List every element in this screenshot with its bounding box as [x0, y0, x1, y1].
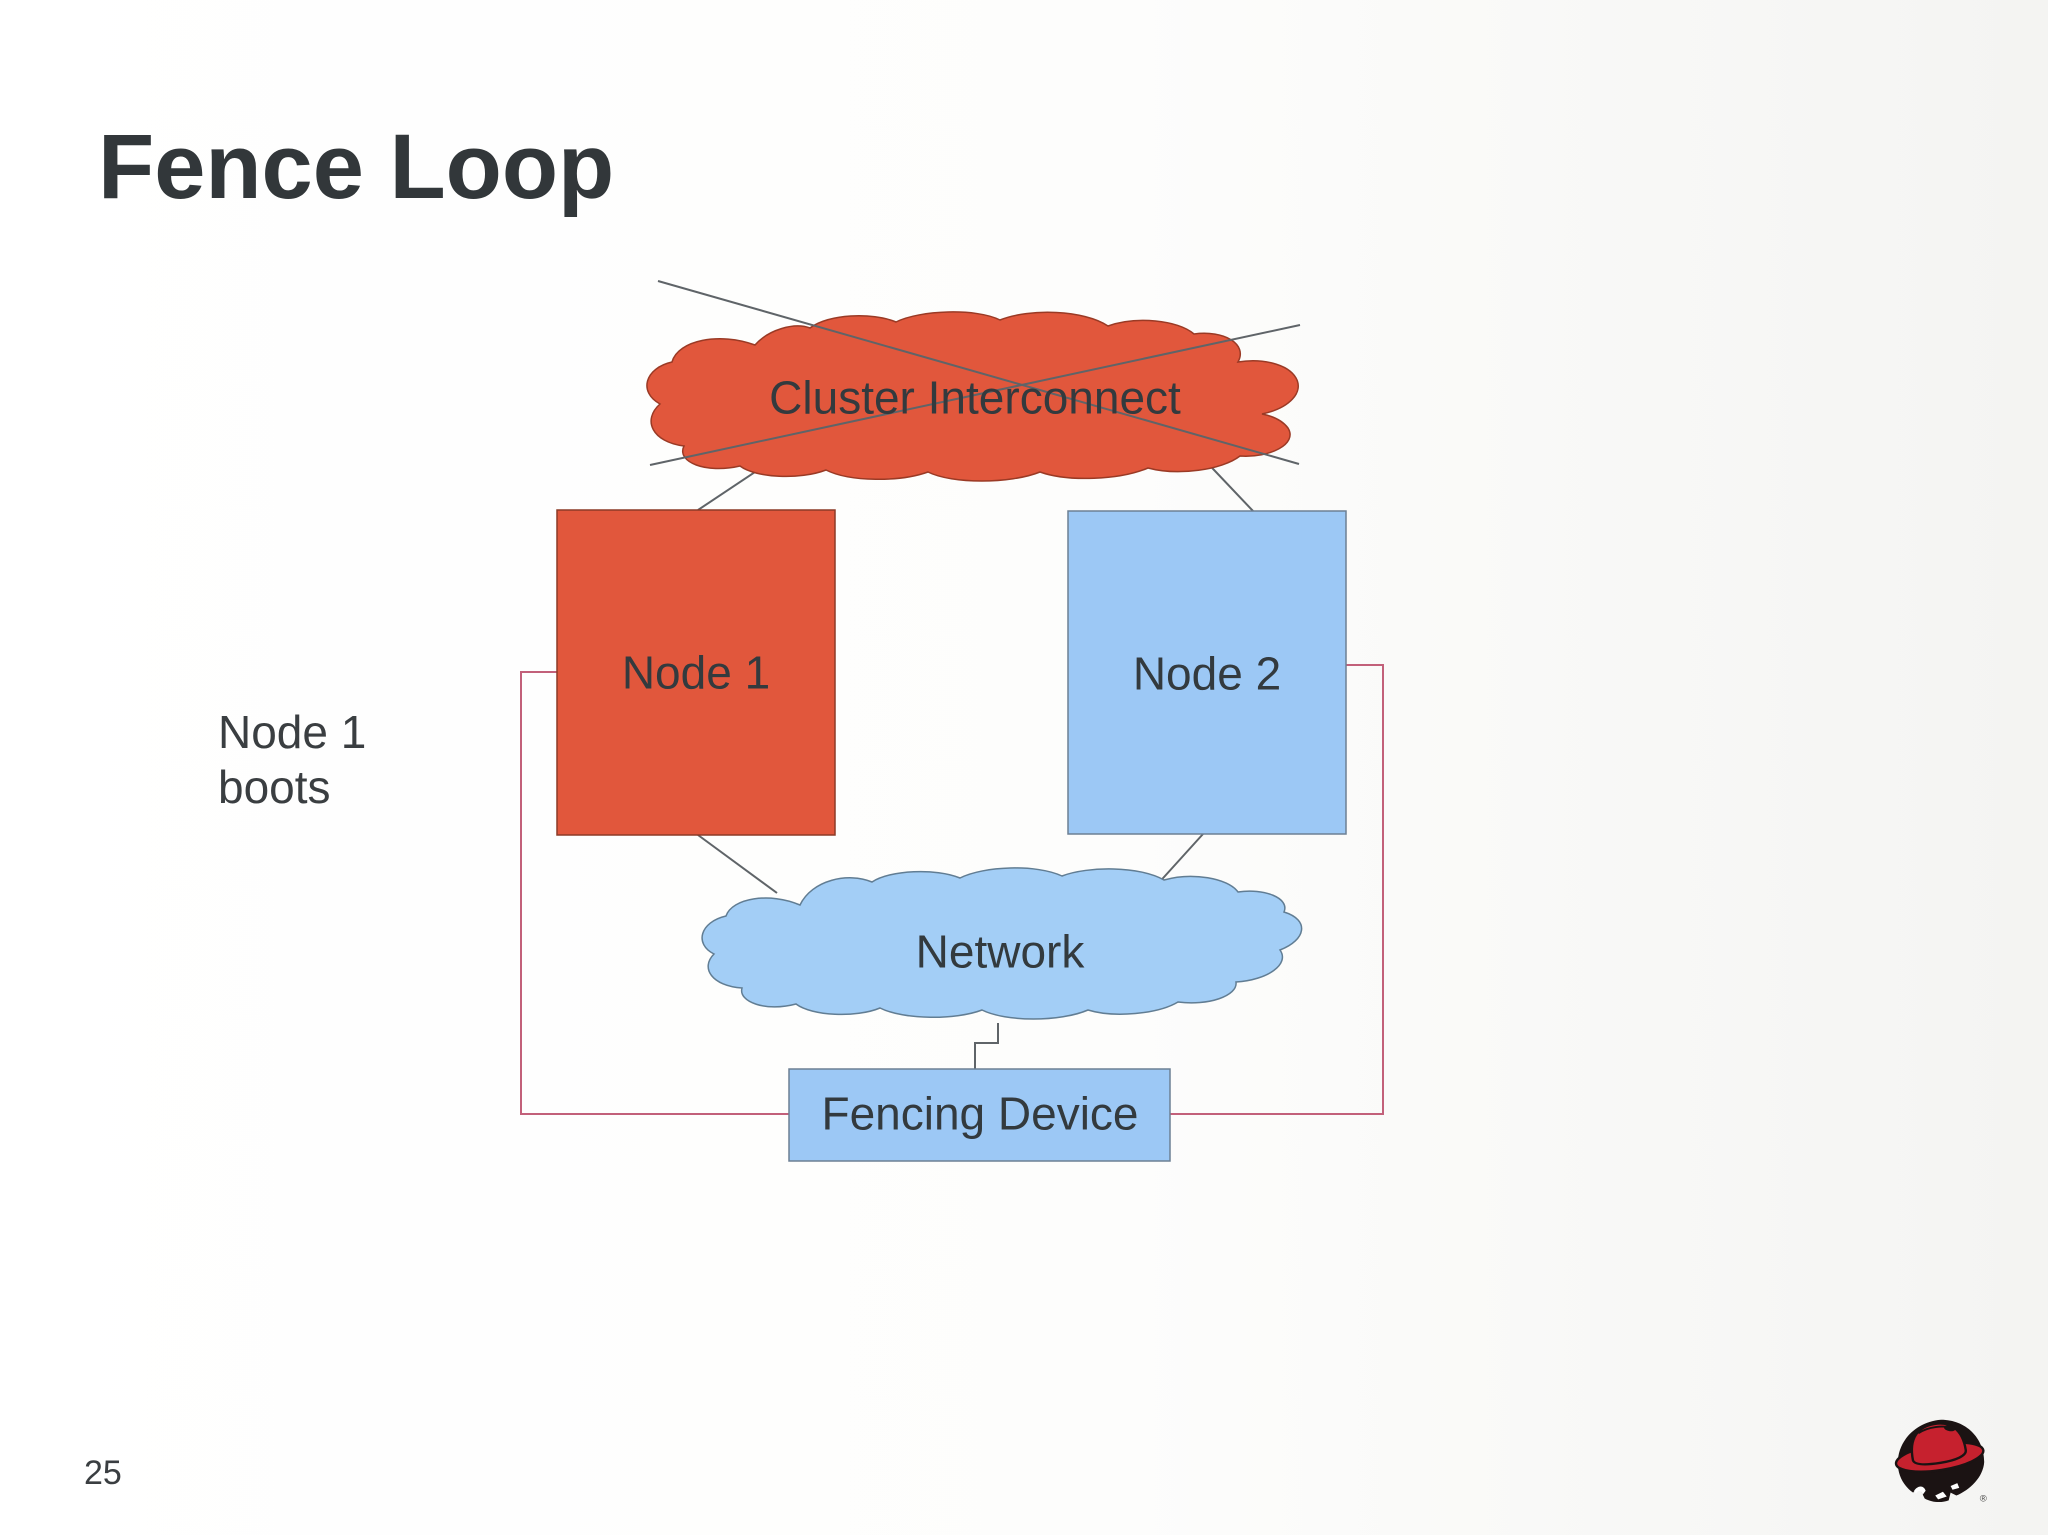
crossout-line-descending [657, 280, 1300, 465]
cluster-interconnect-label: Cluster Interconnect [769, 371, 1181, 424]
slide-title: Fence Loop [98, 116, 615, 218]
connector-network-fencing [974, 1023, 999, 1069]
network-label: Network [915, 925, 1085, 978]
note-line-1: Node 1 [218, 706, 367, 758]
shadowman-cheek-mark [1950, 1483, 1960, 1490]
redhat-logo: ® [1893, 1416, 1989, 1506]
fencing-device-label: Fencing Device [821, 1087, 1139, 1140]
node1-label: Node 1 [621, 646, 771, 699]
redhat-shadowman-icon: ® [1894, 1419, 1987, 1504]
fencing-device-box [788, 1068, 1171, 1162]
note-node1-boots: Node 1 boots [218, 705, 366, 815]
registered-mark: ® [1980, 1493, 1987, 1504]
shadowman-collar-mark [1914, 1486, 1926, 1495]
node1-box [556, 509, 836, 836]
note-line-2: boots [218, 761, 331, 813]
shadowman-hat [1894, 1422, 1985, 1473]
connector-node2-network [1154, 833, 1204, 888]
node2-box [1067, 510, 1347, 835]
page-number: 25 [84, 1454, 122, 1492]
network-cloud [701, 867, 1303, 1020]
hat-crown [1910, 1422, 1967, 1466]
crossout-line-ascending [649, 324, 1301, 466]
hat-shadow-spot [1943, 1425, 1956, 1432]
shadowman-chin-mark [1935, 1491, 1947, 1500]
connector-node1-network [697, 834, 778, 894]
node2-label: Node 2 [1132, 647, 1282, 700]
